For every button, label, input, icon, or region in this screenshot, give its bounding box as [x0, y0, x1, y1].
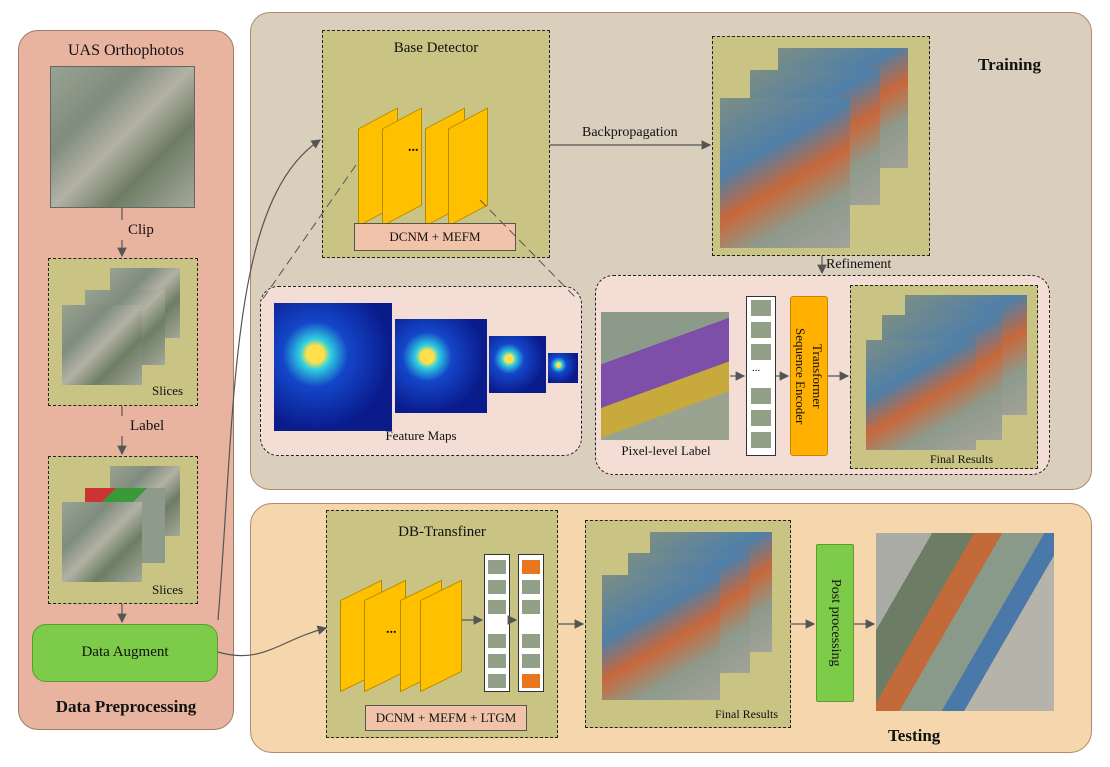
feature-map-1: [274, 303, 392, 431]
training-title: Training: [978, 55, 1041, 74]
test-sequence-column-1: [484, 554, 510, 692]
test-sequence-cell: [488, 654, 506, 668]
pixel-level-label: Pixel-level Label: [621, 443, 711, 458]
orthophotos-label: UAS Orthophotos: [67, 42, 184, 59]
refinement-label: Refinement: [826, 257, 892, 272]
test-sequence-cell: [488, 560, 506, 574]
test-sequence-cell: [488, 600, 506, 614]
data-augment-box: [32, 624, 218, 682]
transformer-encoder-box: [790, 296, 828, 456]
final-result-front: [866, 340, 976, 450]
final-results-training-label: Final Results: [930, 452, 994, 466]
labeled-slice-front: [62, 502, 142, 582]
feature-maps-label: Feature Maps: [385, 428, 457, 443]
zoom-line-right: [479, 199, 579, 301]
final-results-testing-label: Final Results: [715, 707, 779, 721]
test-sequence-cell: [522, 600, 540, 614]
training-sequence-cell: [751, 432, 771, 448]
transformer-encoder-label: Transformer Sequence Encoder: [790, 296, 828, 456]
zoom-line-left: [261, 164, 357, 301]
label-step-label: Label: [130, 418, 165, 434]
training-sequence-cell: [751, 322, 771, 338]
training-result-front: [720, 98, 850, 248]
training-sequence-ellipsis: ...: [752, 362, 761, 374]
slice-image-front: [62, 305, 142, 385]
test-result-front: [602, 575, 720, 700]
slices-label-1: Slices: [152, 383, 184, 398]
db-transfiner-module: DCNM + MEFM + LTGM: [365, 705, 527, 731]
db-transfiner-label: DB-Transfiner: [398, 524, 486, 540]
test-sequence-cell-highlight: [522, 560, 540, 574]
feature-map-3: [489, 336, 546, 393]
testing-output-map: [876, 533, 1054, 711]
test-sequence-cell: [522, 580, 540, 594]
slices-label-2: Slices: [152, 582, 184, 597]
arrow-augment-to-detector: [217, 139, 321, 621]
data-augment-label: Data Augment: [81, 644, 169, 660]
test-sequence-cell: [522, 654, 540, 668]
post-processing-label: Post processing: [828, 579, 843, 667]
backpropagation-label: Backpropagation: [582, 125, 678, 140]
test-sequence-cell-highlight: [522, 674, 540, 688]
base-detector-ellipsis: ...: [408, 140, 419, 155]
pixel-level-label-image: [601, 312, 729, 440]
clip-label: Clip: [128, 222, 154, 238]
transformer-encoder-label-line1: Transformer: [810, 343, 825, 409]
training-sequence-cell: [751, 388, 771, 404]
arrow-augment-to-transfiner: [217, 625, 328, 657]
orthophoto-image: [50, 66, 195, 208]
test-sequence-cell: [488, 674, 506, 688]
test-sequence-cell: [488, 634, 506, 648]
test-sequence-cell: [488, 580, 506, 594]
test-sequence-column-2: [518, 554, 544, 692]
db-transfiner-ellipsis: ...: [386, 622, 397, 637]
training-sequence-cell: [751, 300, 771, 316]
training-sequence-cell: [751, 344, 771, 360]
feature-map-4: [548, 353, 578, 383]
training-sequence-cell: [751, 410, 771, 426]
base-detector-label: Base Detector: [393, 40, 479, 56]
post-processing-box: [816, 544, 854, 702]
feature-map-2: [395, 319, 487, 413]
transformer-encoder-label-line2: Sequence Encoder: [793, 327, 808, 425]
testing-title: Testing: [888, 726, 941, 745]
data-preprocessing-title: Data Preprocessing: [55, 697, 197, 716]
base-detector-module: DCNM + MEFM: [354, 223, 516, 251]
test-sequence-cell: [522, 634, 540, 648]
